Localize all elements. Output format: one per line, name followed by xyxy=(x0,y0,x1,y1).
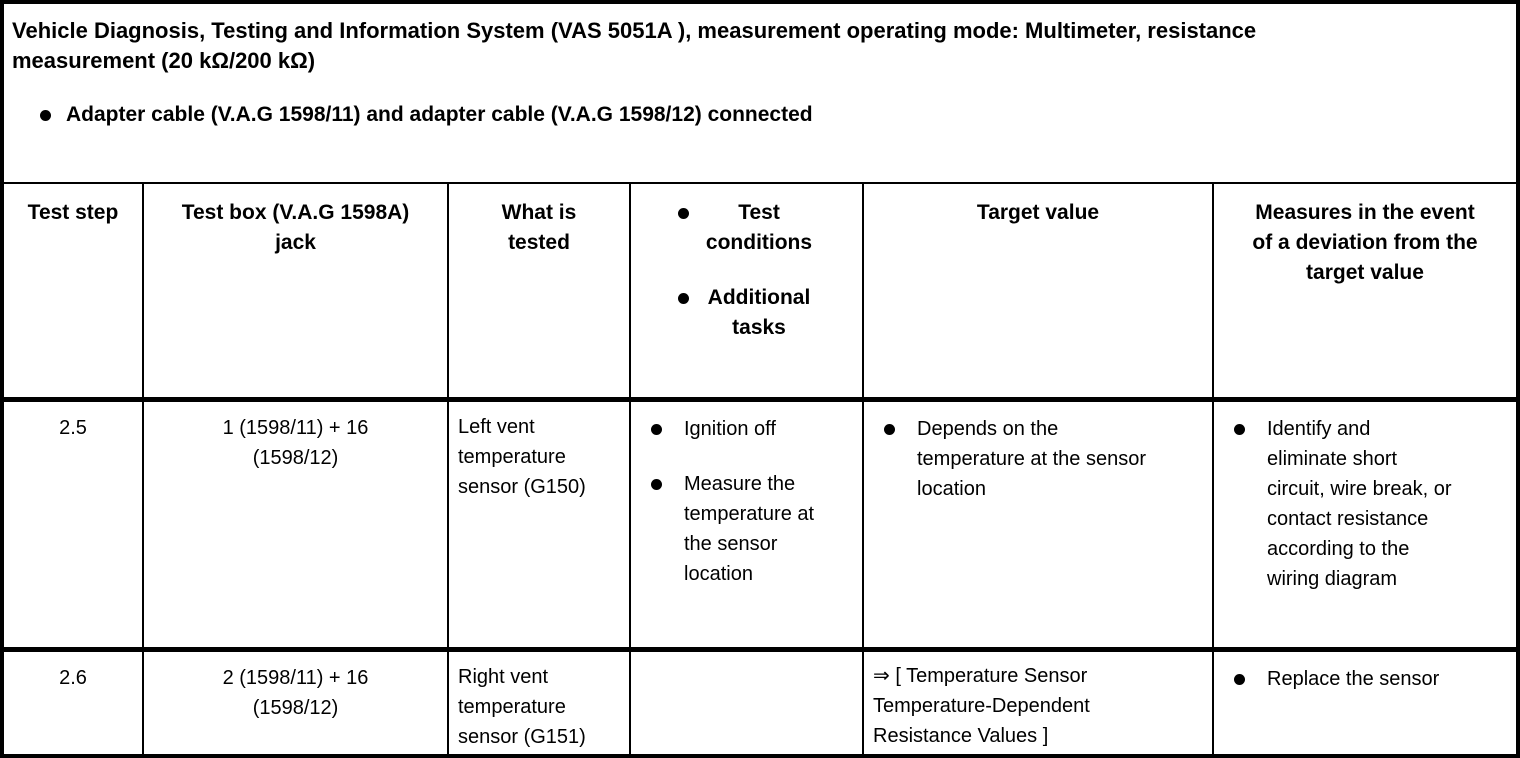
conditions-cell-empty xyxy=(629,649,863,754)
target-value-cell: Depends on the temperature at the sensor… xyxy=(862,399,1213,652)
jack-cell: 2 (1598/11) + 16 (1598/12) xyxy=(142,649,448,754)
bullet-icon xyxy=(678,208,689,219)
intro-bullet-text: Adapter cable (V.A.G 1598/11) and adapte… xyxy=(66,103,813,126)
jack-cell: 1 (1598/11) + 16 (1598/12) xyxy=(142,399,448,652)
measures-cell: Replace the sensor xyxy=(1212,649,1516,754)
table-row-2-5: 2.5 1 (1598/11) + 16 (1598/12) Left vent… xyxy=(4,399,1516,652)
measure-bullet-item: Replace the sensor xyxy=(1214,664,1516,694)
bullet-icon xyxy=(40,110,51,121)
measure-bullet-item: Identify and eliminate short circuit, wi… xyxy=(1214,414,1516,594)
target-value-cell: ⇒ [ Temperature Sensor Temperature-Depen… xyxy=(862,649,1213,754)
step-cell: 2.6 xyxy=(59,666,87,689)
header-measures: Measures in the event of a deviation fro… xyxy=(1212,182,1516,402)
bullet-icon xyxy=(651,423,662,435)
condition-bullet-item: Measure the temperature at the sensor lo… xyxy=(631,469,862,589)
header-bullet-item: Test conditions xyxy=(631,198,862,258)
intro-bullet-item: Adapter cable (V.A.G 1598/11) and adapte… xyxy=(40,100,813,130)
header-test-box-jack: Test box (V.A.G 1598A) jack xyxy=(142,182,448,402)
bullet-icon xyxy=(1234,673,1245,685)
table-header-row: Test step Test box (V.A.G 1598A) jack Wh… xyxy=(4,182,1516,402)
condition-bullet-item: Ignition off xyxy=(631,414,862,444)
target-value-reference-link[interactable]: ⇒ [ Temperature Sensor Temperature-Depen… xyxy=(873,664,1090,747)
measures-cell: Identify and eliminate short circuit, wi… xyxy=(1212,399,1516,652)
bullet-icon xyxy=(651,478,662,490)
header-bullet-item: Additional tasks xyxy=(631,283,862,343)
header-test-step: Test step xyxy=(4,182,143,402)
conditions-cell: Ignition off Measure the temperature at … xyxy=(629,399,863,652)
step-cell: 2.5 xyxy=(4,399,143,652)
header-target-value: Target value xyxy=(862,182,1213,402)
bullet-icon xyxy=(884,423,895,435)
header-test-conditions: Test conditions Additional tasks xyxy=(629,182,863,402)
bullet-icon xyxy=(678,293,689,304)
tested-cell: Left vent temperature sensor (G150) xyxy=(447,399,630,652)
jack-value: 2 (1598/11) + 16 (1598/12) xyxy=(222,666,369,719)
bullet-icon xyxy=(1234,423,1245,435)
test-steps-table: Test step Test box (V.A.G 1598A) jack Wh… xyxy=(4,182,1516,754)
tested-cell: Right vent temperature sensor (G151) xyxy=(447,649,630,754)
jack-value: 1 (1598/11) + 16 (1598/12) xyxy=(222,416,369,469)
table-row-2-6: 2.6 2 (1598/11) + 16 (1598/12) Right ven… xyxy=(4,649,1516,754)
page-title: Vehicle Diagnosis, Testing and Informati… xyxy=(12,18,1257,73)
header-what-is-tested: What is tested xyxy=(447,182,630,402)
target-bullet-item: Depends on the temperature at the sensor… xyxy=(864,414,1212,504)
